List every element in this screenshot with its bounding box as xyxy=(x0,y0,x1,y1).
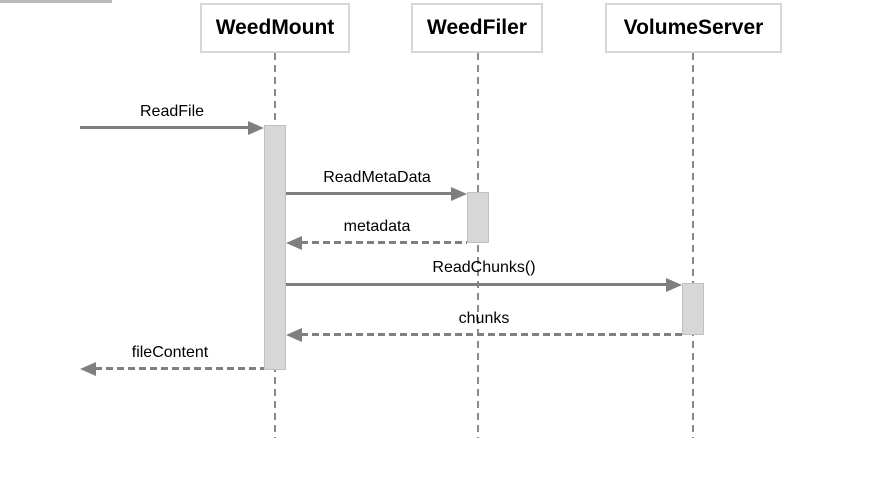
participant-box-weedfiler: WeedFiler xyxy=(411,3,543,53)
arrowhead-left-icon xyxy=(286,236,302,250)
message-label-readchunks: ReadChunks() xyxy=(432,259,536,276)
arrowhead-right-icon xyxy=(451,187,467,201)
participant-label: VolumeServer xyxy=(623,16,764,39)
message-label-metadata: metadata xyxy=(343,218,411,235)
participant-label: WeedFiler xyxy=(427,16,527,39)
message-line-metadata xyxy=(301,241,467,244)
message-line-chunks xyxy=(301,333,682,336)
participant-label: WeedMount xyxy=(215,16,335,39)
arrowhead-left-icon xyxy=(286,328,302,342)
lifeline-weedfiler xyxy=(477,53,479,438)
activation-bar-weedmount xyxy=(264,125,286,370)
arrowhead-right-icon xyxy=(248,121,264,135)
message-line-readfile xyxy=(80,126,250,129)
message-line-readchunks xyxy=(286,283,667,286)
window-edge-artifact xyxy=(0,0,112,3)
activation-bar-volumeserver xyxy=(682,283,704,335)
message-label-readfile: ReadFile xyxy=(139,103,205,120)
message-line-filecontent xyxy=(95,367,264,370)
participant-box-weedmount: WeedMount xyxy=(200,3,350,53)
activation-bar-weedfiler xyxy=(467,192,489,243)
message-label-filecontent: fileContent xyxy=(131,344,209,361)
participant-box-volumeserver: VolumeServer xyxy=(605,3,782,53)
message-label-readmetadata: ReadMetaData xyxy=(323,169,431,186)
lifeline-volumeserver xyxy=(692,53,694,438)
message-label-chunks: chunks xyxy=(458,310,510,327)
arrowhead-right-icon xyxy=(666,278,682,292)
arrowhead-left-icon xyxy=(80,362,96,376)
message-line-readmetadata xyxy=(286,192,452,195)
